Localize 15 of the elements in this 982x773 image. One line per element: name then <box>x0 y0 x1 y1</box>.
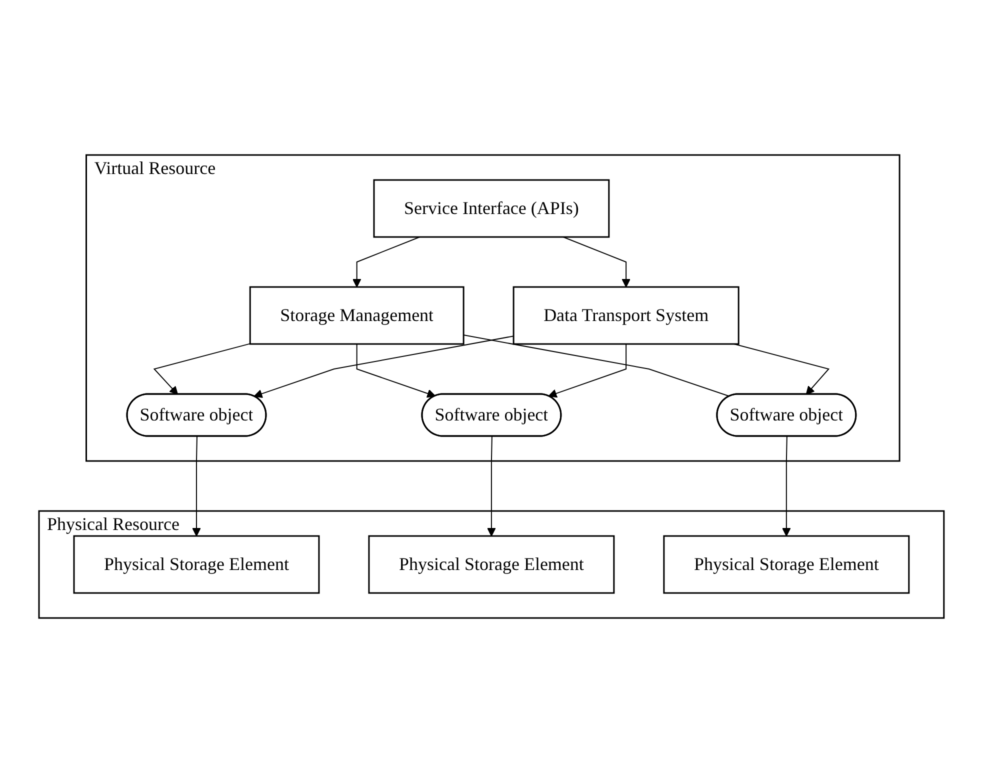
node-box: Data Transport System <box>512 286 739 345</box>
arrow <box>352 236 420 288</box>
node-box: Physical Storage Element <box>72 535 320 594</box>
arrow <box>253 336 514 398</box>
arrow <box>782 436 790 536</box>
connector <box>462 334 730 397</box>
node-box: Physical Storage Element <box>368 535 614 594</box>
node-box: Physical Storage Element <box>662 535 910 594</box>
arrow <box>486 436 496 536</box>
node-box: Service Interface (APIs) <box>372 179 610 238</box>
node-box: Storage Management <box>248 286 464 345</box>
arrow <box>152 343 250 395</box>
arrow <box>356 344 436 398</box>
arrow <box>192 436 200 536</box>
arrow <box>548 344 626 398</box>
